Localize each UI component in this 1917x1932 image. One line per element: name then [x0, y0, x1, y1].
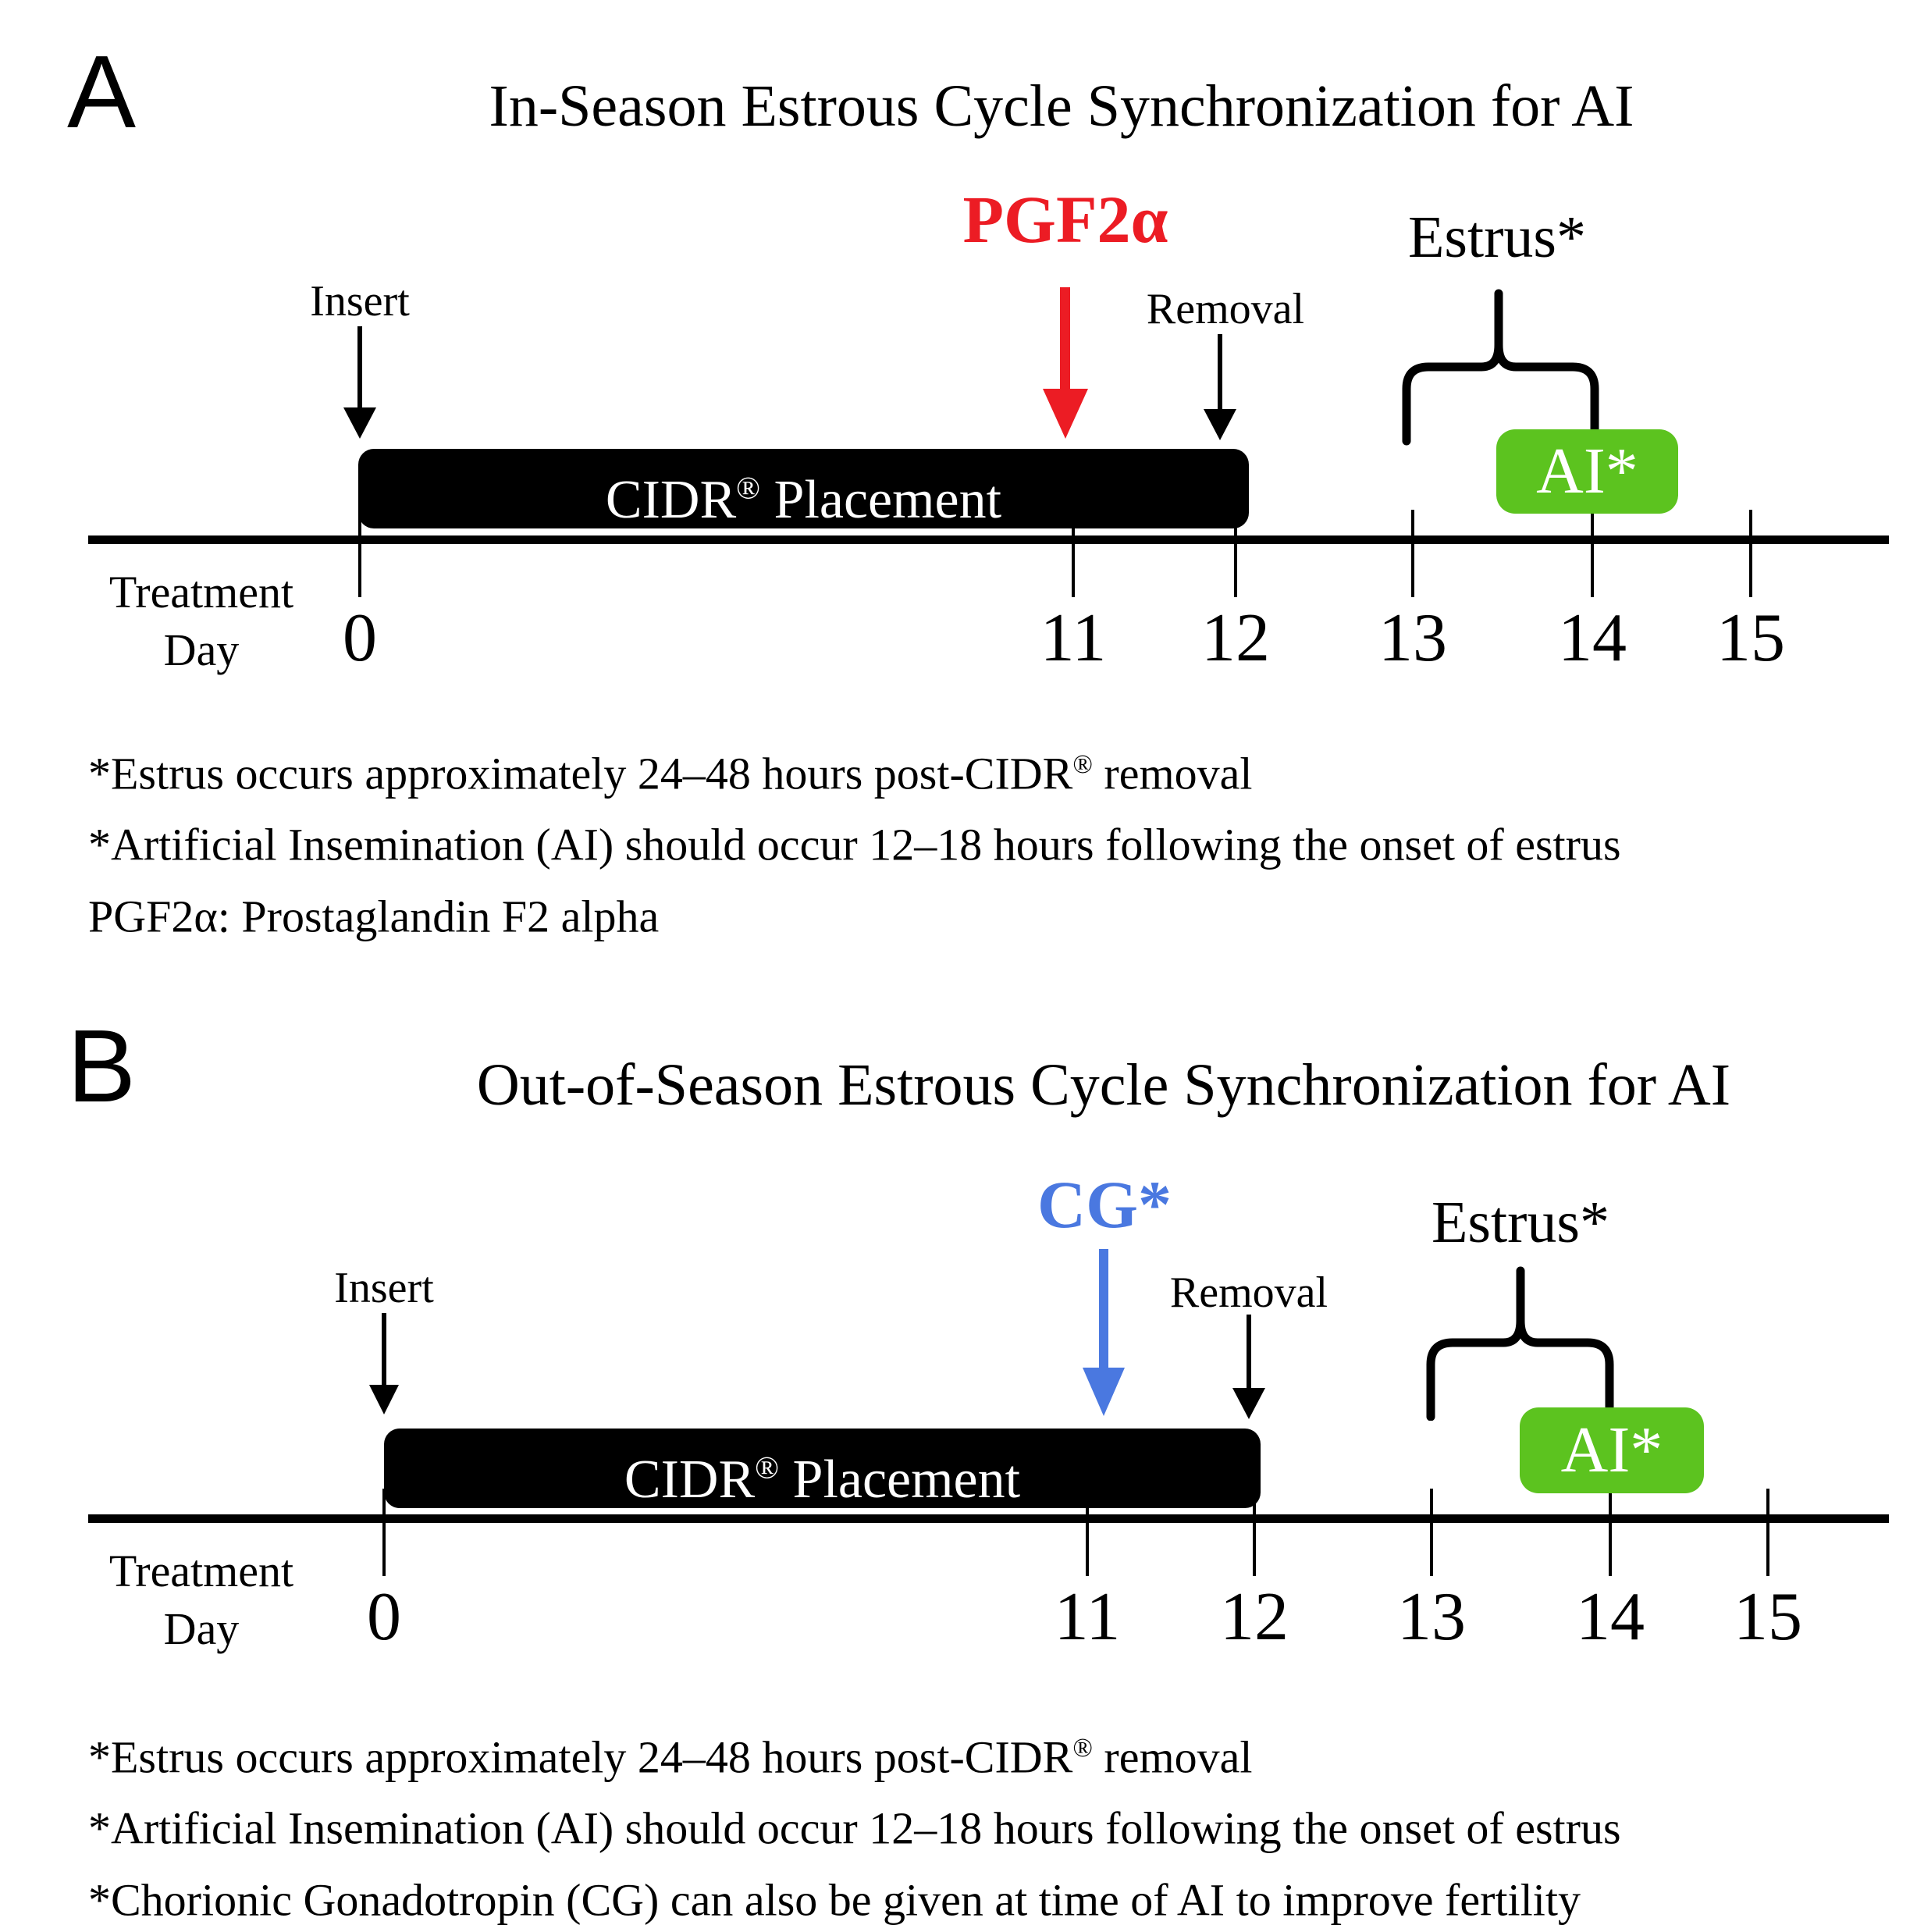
panel-a-pgf2a-label: PGF2α — [962, 182, 1168, 257]
panel-a-estrus-brace — [1402, 289, 1599, 446]
panel-b-insert-label: Insert — [334, 1264, 434, 1312]
panel-b-cg-arrow-stem — [1099, 1249, 1108, 1372]
panel-a-day-label-0: 0 — [343, 600, 377, 676]
panel-b-footnote-1: *Estrus occurs approximately 24–48 hours… — [88, 1731, 1253, 1783]
panel-a-day-label-12: 12 — [1201, 600, 1270, 676]
panel-a-footnote-3: PGF2α: Prostaglandin F2 alpha — [88, 890, 660, 941]
panel-b-footnotes: *Estrus occurs approximately 24–48 hours… — [88, 1717, 1621, 1931]
panel-a-tick-day11 — [1072, 510, 1075, 597]
panel-a-estrus-label: Estrus* — [1408, 205, 1586, 270]
panel-b-timeline-axis — [88, 1514, 1889, 1523]
panel-a-tick-day0 — [358, 510, 361, 597]
panel-b-cg-label: CG* — [1037, 1167, 1172, 1242]
panel-a-ai-box: AI* — [1496, 429, 1678, 514]
panel-a-day-label-13: 13 — [1378, 600, 1447, 676]
panel-b-cidr-bar: CIDR® Placement — [384, 1429, 1261, 1510]
panel-b-estrus-label: Estrus* — [1432, 1190, 1609, 1255]
panel-a-pgf2a-arrow-head — [1043, 389, 1088, 439]
panel-a-day-label-11: 11 — [1040, 600, 1107, 676]
panel-a-axis-caption-line1: Treatment — [108, 567, 294, 617]
panel-b-day-label-14: 14 — [1576, 1579, 1645, 1655]
panel-a-cidr-bar: CIDR® Placement — [358, 449, 1249, 531]
panel-b-tick-day12 — [1253, 1489, 1256, 1576]
panel-a-tick-day15 — [1749, 510, 1752, 597]
panel-b-cg-arrow-head — [1083, 1368, 1125, 1416]
panel-a-cidr-bar-label: CIDR® Placement — [605, 470, 1002, 531]
panel-b-insert-arrow-stem — [382, 1313, 386, 1388]
panel-b-footnote-2: *Artificial Insemination (AI) should occ… — [88, 1802, 1621, 1854]
panel-b-tick-day13 — [1430, 1489, 1433, 1576]
panel-a-timeline-axis — [88, 535, 1889, 544]
panel-a-axis-caption-line2: Day — [163, 624, 240, 675]
panel-b-day-label-12: 12 — [1220, 1579, 1289, 1655]
panel-b-title: Out-of-Season Estrous Cycle Synchronizat… — [476, 1052, 1731, 1118]
panel-b-tick-day0 — [382, 1489, 386, 1576]
panel-b-tick-day11 — [1086, 1489, 1089, 1576]
panel-b-ai-box: AI* — [1520, 1407, 1704, 1493]
panel-a-removal-arrow-stem — [1218, 334, 1222, 412]
panel-b-day-label-15: 15 — [1734, 1579, 1802, 1655]
panel-a-tick-day13 — [1411, 510, 1414, 597]
panel-a-pgf2a-arrow-stem — [1060, 287, 1070, 392]
panel-b-day-label-11: 11 — [1054, 1579, 1121, 1655]
panel-b-letter: B — [67, 1009, 137, 1123]
panel-b-removal-label: Removal — [1169, 1268, 1328, 1317]
panel-a-ai-box-label: AI* — [1536, 435, 1638, 507]
panel-a-tick-day14 — [1591, 510, 1594, 597]
panel-a-removal-label: Removal — [1146, 285, 1305, 333]
panel-a-day-label-14: 14 — [1558, 600, 1627, 676]
panel-b-day-label-13: 13 — [1397, 1579, 1466, 1655]
panel-b-removal-arrow-head — [1232, 1388, 1265, 1419]
panel-b-axis-caption-line1: Treatment — [108, 1546, 294, 1596]
panel-a-letter: A — [67, 34, 137, 149]
panel-b-axis-caption-line2: Day — [163, 1603, 240, 1654]
panel-a-insert-label: Insert — [310, 277, 410, 326]
panel-b-estrus-brace — [1426, 1266, 1614, 1421]
panel-b-tick-day14 — [1609, 1489, 1612, 1576]
panel-a-day-label-15: 15 — [1716, 600, 1785, 676]
panel-a-insert-arrow-stem — [357, 326, 362, 411]
panel-a-title: In-Season Estrous Cycle Synchronization … — [489, 73, 1634, 139]
panel-a-footnote-2: *Artificial Insemination (AI) should occ… — [88, 819, 1621, 870]
panel-a-insert-arrow-head — [343, 407, 376, 439]
panel-b-footnote-3: *Chorionic Gonadotropin (CG) can also be… — [88, 1873, 1581, 1925]
panel-a-footnotes: *Estrus occurs approximately 24–48 hours… — [88, 734, 1621, 948]
panel-b-ai-box-label: AI* — [1560, 1414, 1663, 1486]
panel-b-insert-arrow-head — [369, 1385, 399, 1414]
panel-b-removal-arrow-stem — [1247, 1315, 1251, 1391]
panel-a-footnote-1: *Estrus occurs approximately 24–48 hours… — [88, 748, 1253, 799]
panel-a-tick-day12 — [1234, 510, 1237, 597]
panel-b-tick-day15 — [1766, 1489, 1769, 1576]
panel-a-removal-arrow-head — [1204, 409, 1236, 440]
panel-b-day-label-0: 0 — [367, 1579, 401, 1655]
panel-b-cidr-bar-label: CIDR® Placement — [624, 1450, 1021, 1510]
